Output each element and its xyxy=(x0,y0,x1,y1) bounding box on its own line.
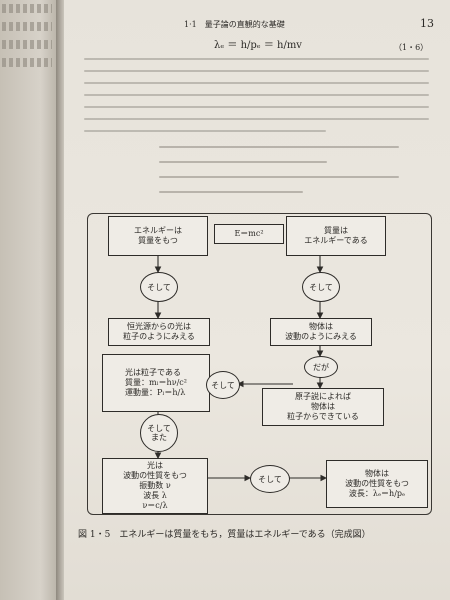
box-light-particle-view: 恒光源からの光は 粒子のようにみえる xyxy=(108,318,210,346)
box-energy-mass: エネルギーは 質量をもつ xyxy=(108,216,208,256)
box-light-is-particle: 光は粒子である 質量：mₗ＝hν/c² 運動量：Pₗ＝h/λ xyxy=(102,354,210,412)
equation-1-6: λₑ ＝ h/pₑ ＝ h/mv xyxy=(214,40,302,51)
oval-and-also: そして また xyxy=(140,414,178,452)
box-object-wave: 物体は 波動の性質をもつ 波長：λₑ＝h/pₑ xyxy=(326,460,428,508)
book-page: 1·1 量子論の直観的な基礎 13 λₑ ＝ h/pₑ ＝ h/mv （1・6） xyxy=(64,0,450,600)
figure-arrows xyxy=(154,254,328,482)
box-object-wave-view: 物体は 波動のようにみえる xyxy=(270,318,372,346)
figure-caption: 図 1・5 エネルギーは質量をもち，質量はエネルギーである（完成図） xyxy=(78,530,371,540)
box-atomic-theory: 原子説によれば 物体は 粒子からできている xyxy=(262,388,384,426)
oval-and-4: そして xyxy=(250,465,290,493)
equation-number: （1・6） xyxy=(394,43,429,52)
body-text-unreadable xyxy=(84,58,429,142)
figure-1-5-frame: エネルギーは 質量をもつ E＝mc² 質量は エネルギーである そして そして … xyxy=(87,213,432,515)
previous-page-edge xyxy=(0,0,58,600)
box-e-mc2: E＝mc² xyxy=(214,224,284,244)
box-mass-energy: 質量は エネルギーである xyxy=(286,216,386,256)
oval-but: だが xyxy=(304,356,338,378)
book-gutter xyxy=(56,0,66,600)
running-header: 1·1 量子論の直観的な基礎 13 xyxy=(184,17,434,30)
calculation-lines-unreadable xyxy=(159,146,399,206)
oval-and-2: そして xyxy=(302,272,340,302)
oval-and-3: そして xyxy=(206,371,240,399)
box-light-wave: 光は 波動の性質をもつ 振動数 ν 波長 λ ν＝c/λ xyxy=(102,458,208,514)
oval-and-1: そして xyxy=(140,272,178,302)
section-title: 1·1 量子論の直観的な基礎 xyxy=(184,20,285,29)
page-number: 13 xyxy=(420,17,434,30)
